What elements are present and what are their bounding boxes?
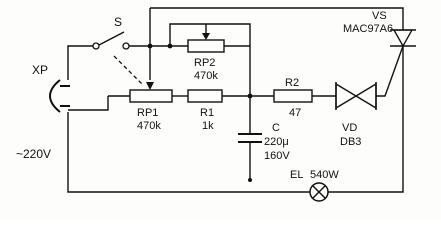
capacitor-symbol [238,133,262,143]
schematic: XP ~220V S RP2 470k RP1 470k R1 1k R2 47… [16,7,416,202]
r2-ref-label: R2 [285,77,299,89]
mechanical-link [113,55,143,85]
rp2-bridge-wire [169,23,251,46]
r2-value-label: 47 [289,107,301,119]
junctions [147,43,253,182]
r1-value-label: 1k [202,120,214,132]
rp1-ref-label: RP1 [137,107,158,119]
lamp-symbol [309,182,329,202]
lamp-power-label: 540W [310,169,339,181]
diac-gate-wire [376,45,404,97]
junction-dot [167,43,173,49]
circuit-diagram: XP ~220V S RP2 470k RP1 470k R1 1k R2 47… [16,7,416,202]
diac-symbol [335,82,377,110]
junction-dot [248,178,252,182]
wires [67,7,404,193]
rp1-value-label: 470k [137,120,161,132]
diac-ref-label: VD [342,122,357,134]
r2-symbol [273,89,313,103]
r1-ref-label: R1 [200,107,214,119]
plug-top-wire [67,45,94,80]
bottom-return-wire [67,112,310,193]
rp2-symbol [187,24,225,53]
triac-output-wire [328,46,404,193]
switch-symbol [92,31,130,50]
plug-bottom-wire [68,96,109,111]
rp1-symbol [129,82,173,103]
triac-symbol [390,29,416,48]
lamp-ref-label: EL [290,169,303,181]
plug-ref-label: XP [32,63,48,77]
top-wire [150,7,404,30]
triac-ref-label: VS [372,10,387,22]
r1-symbol [187,89,223,103]
switch-ref-label: S [114,15,122,29]
rp2-right-wire [224,45,251,96]
capacitor-value-label: 220μ [264,136,289,148]
rp2-ref-label: RP2 [194,57,215,69]
triac-part-label: MAC97A6 [343,23,393,35]
plug-symbol [49,79,70,113]
capacitor-ref-label: C [272,122,280,134]
rp2-value-label: 470k [194,70,218,82]
plug-rating-label: ~220V [16,147,51,161]
diac-part-label: DB3 [340,136,361,148]
junction-dot [147,43,153,49]
junction-dot [247,93,253,99]
capacitor-voltage-label: 160V [264,150,290,162]
